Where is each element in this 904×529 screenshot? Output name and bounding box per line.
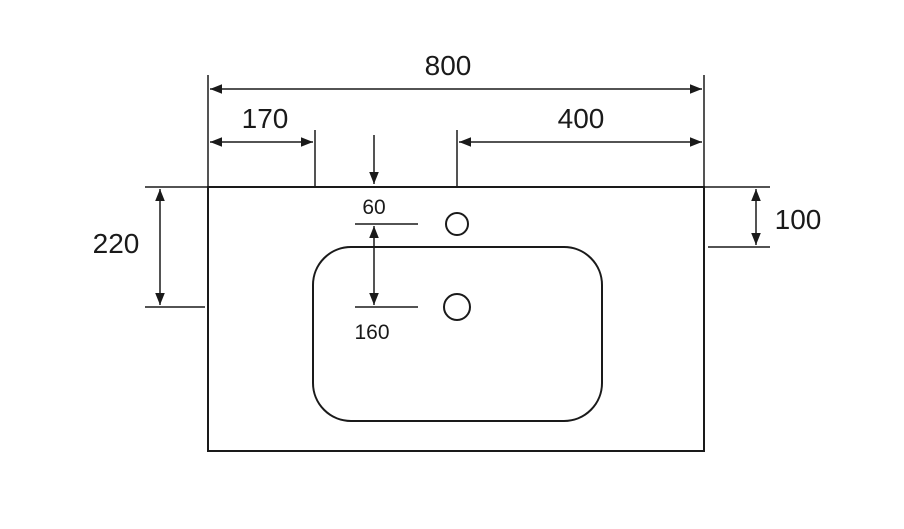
tap-hole (445, 212, 469, 236)
countertop-outline (207, 186, 705, 452)
overall-width-label: 800 (425, 50, 472, 81)
dimension-overall-depth: 220 (93, 186, 208, 308)
dimension-hole-offsets: 60 160 (354, 196, 418, 344)
right-offset-label: 400 (558, 103, 605, 134)
basin-bowl (312, 246, 603, 422)
left-offset-label: 170 (242, 103, 289, 134)
overall-depth-label: 220 (93, 228, 140, 259)
tap-hole-offset-label: 60 (362, 196, 385, 219)
right-depth-label: 100 (775, 204, 822, 235)
dimension-right-offset: 400 (456, 103, 702, 187)
drain-offset-label: 160 (354, 321, 389, 344)
drain-hole (443, 293, 471, 321)
dimension-right-depth: 100 (704, 186, 822, 248)
dimension-left-offset: 170 (210, 103, 316, 187)
dimension-overall-width: 800 (207, 50, 705, 187)
